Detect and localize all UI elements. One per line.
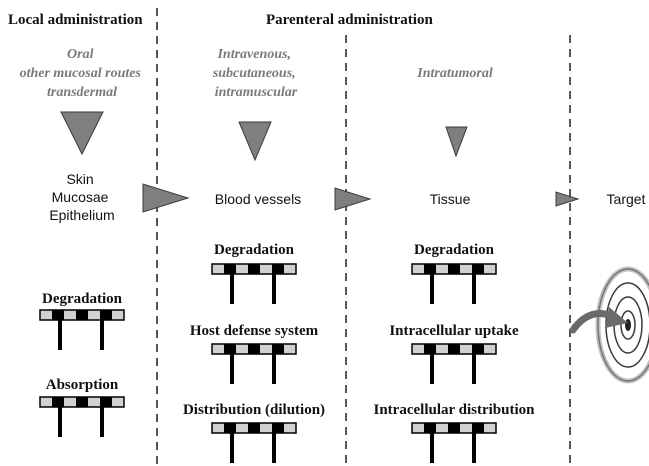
route-line: subcutaneous,	[212, 66, 296, 81]
local-routes-label: Oral other mucosal routes transdermal	[20, 47, 145, 100]
hurdles-layer	[39, 263, 497, 463]
barrier-line: Skin	[66, 171, 93, 187]
barrier-line: Mucosae	[52, 189, 109, 205]
route-line: other mucosal routes	[20, 66, 142, 81]
tissue-to-target-arrow	[555, 191, 580, 207]
hurdle-label: Intracellular uptake	[389, 323, 519, 339]
route-line: Oral	[67, 47, 94, 62]
hurdle-label: Degradation	[42, 291, 123, 307]
hurdle-label: Degradation	[414, 242, 495, 258]
blood-to-tissue-arrow	[334, 187, 372, 211]
hurdle-label: Intracellular distribution	[374, 402, 536, 418]
hurdle-barrier-icon	[39, 396, 125, 437]
tissue-stage-label: Tissue	[430, 191, 471, 207]
hurdle-barrier-icon	[211, 422, 297, 463]
parenteral-administration-header: Parenteral administration	[266, 12, 433, 28]
blood-vessels-stage-label: Blood vessels	[215, 191, 301, 207]
route-line: transdermal	[47, 85, 117, 100]
hurdle-label: Host defense system	[190, 323, 319, 339]
local-administration-header: Local administration	[8, 12, 143, 28]
hurdle-barrier-icon	[411, 422, 497, 463]
hurdle-barrier-icon	[411, 343, 497, 384]
hurdle-label: Absorption	[46, 377, 119, 393]
hurdle-barrier-icon	[411, 263, 497, 304]
hurdle-label: Degradation	[214, 242, 295, 258]
route-line: intramuscular	[215, 85, 298, 100]
target-stage-label: Target	[607, 191, 646, 207]
local-dose-triangle	[60, 111, 104, 156]
hurdle-barrier-icon	[39, 309, 125, 350]
parenteral-routes-label: Intravenous, subcutaneous, intramuscular	[212, 47, 299, 100]
hurdle-barrier-icon	[211, 263, 297, 304]
route-line: Intravenous,	[216, 47, 291, 62]
target-bullseye-icon	[595, 266, 649, 384]
hurdle-barrier-icon	[211, 343, 297, 384]
barrier-to-blood-arrow	[142, 183, 190, 213]
intratumoral-dose-triangle	[445, 126, 468, 158]
barrier-line: Epithelium	[49, 207, 114, 223]
parenteral-dose-triangle	[238, 121, 272, 162]
barrier-stage-label: Skin Mucosae Epithelium	[49, 171, 114, 223]
hurdle-label: Distribution (dilution)	[183, 402, 325, 418]
intratumoral-route-label: Intratumoral	[416, 66, 493, 81]
arrow-to-target-icon	[569, 307, 628, 334]
